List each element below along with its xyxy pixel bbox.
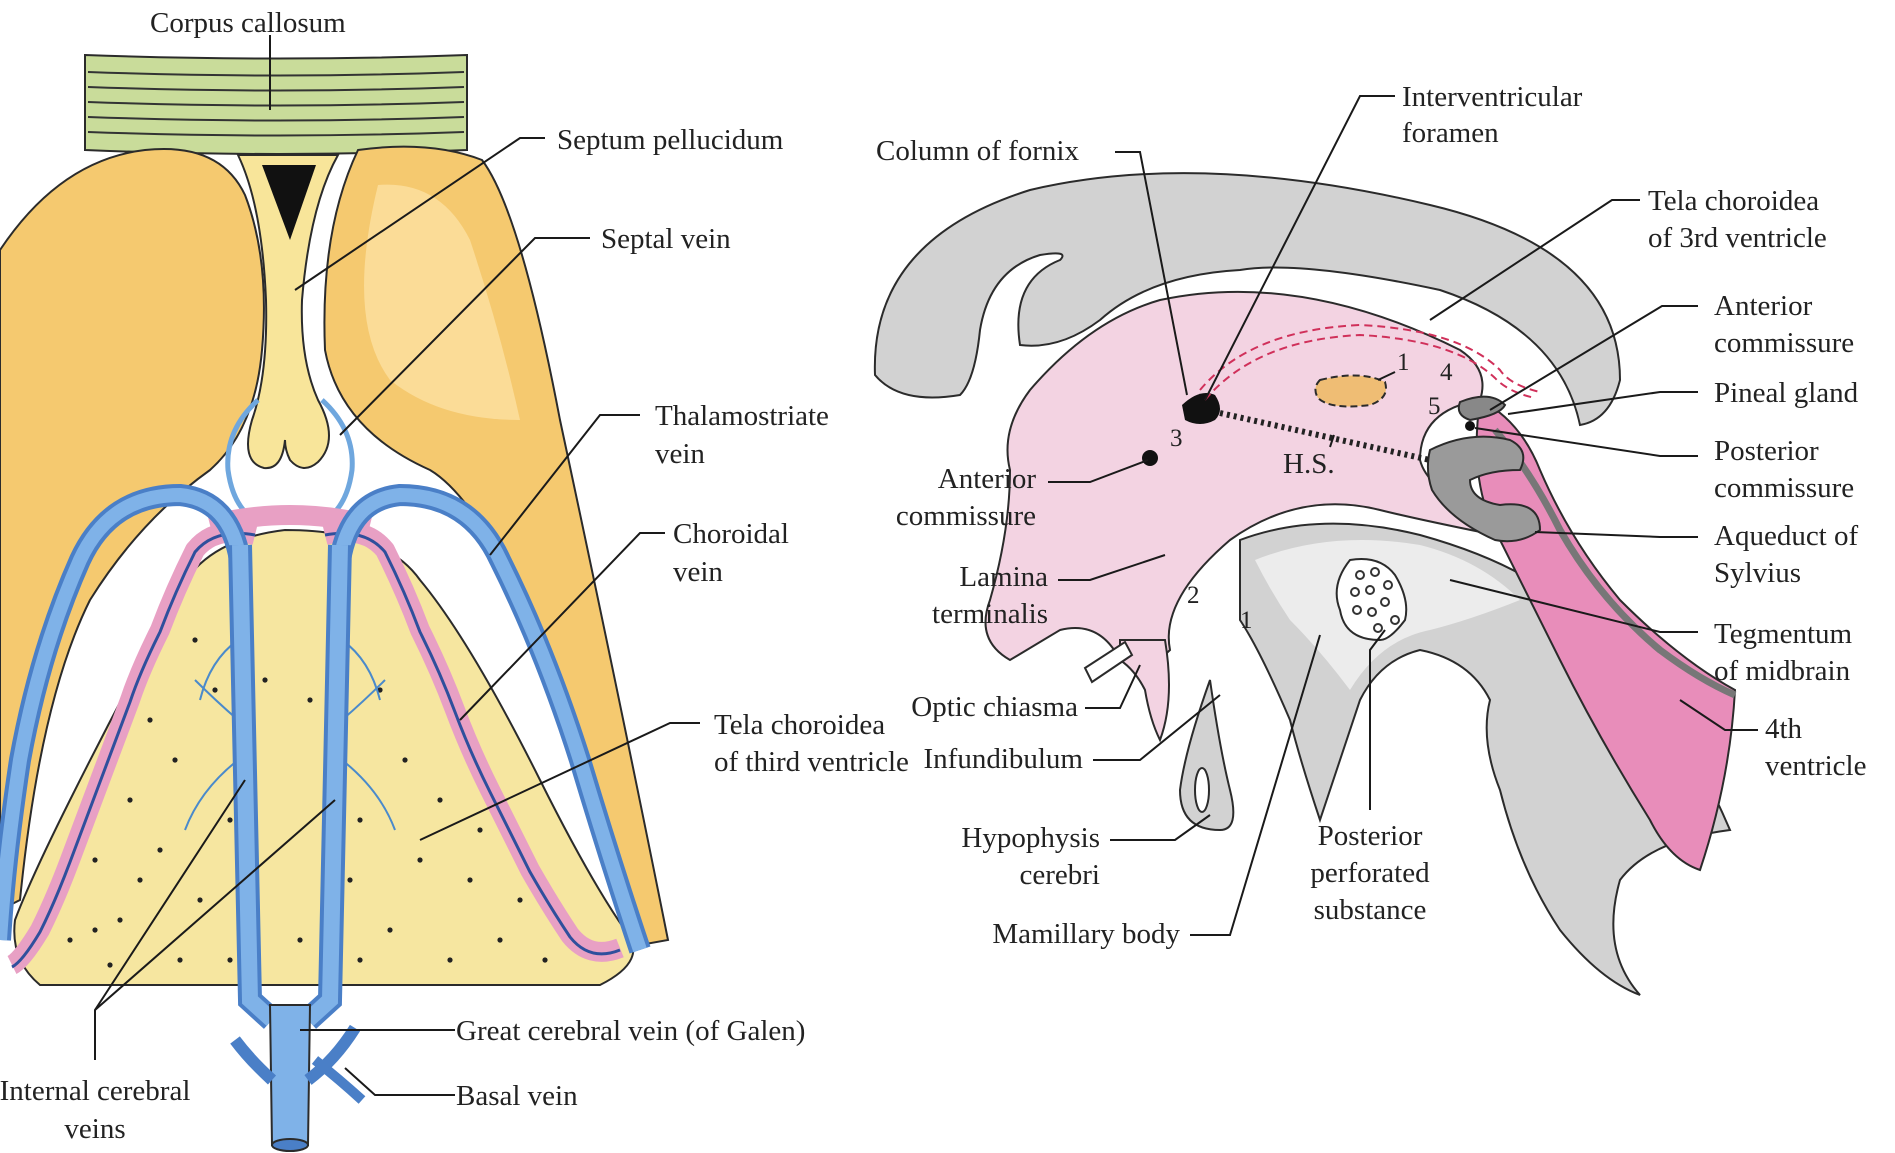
num-1-adhesion: 1 [1397,349,1410,376]
label-fourth-2: ventricle [1765,750,1866,782]
label-interventricular-2: foramen [1402,117,1499,149]
label-interventricular-1: Interventricular [1402,81,1583,113]
label-ant-comm-l2: commissure [896,500,1036,532]
num-2: 2 [1187,582,1200,609]
great-cerebral-vein-end [272,1139,308,1151]
label-lamina-2: terminalis [932,598,1048,630]
label-tegmentum-1: Tegmentum [1714,618,1853,650]
label-lamina-1: Lamina [959,561,1048,593]
label-pineal: Pineal gland [1714,377,1859,409]
num-4: 4 [1440,359,1453,386]
left-diagram: Corpus callosum Septum pellucidum Septal… [0,7,909,1151]
label-tegmentum-2: of midbrain [1714,655,1851,687]
label-tela-2: of third ventricle [714,746,909,778]
anterior-commissure-dot [1142,450,1158,466]
label-ppsub-1: Posterior [1318,820,1423,852]
label-thalamostriate-2: vein [655,438,705,470]
label-aqueduct-1: Aqueduct of [1714,520,1858,552]
label-great-cerebral-vein: Great cerebral vein (of Galen) [456,1015,805,1047]
label-basal-vein: Basal vein [456,1080,578,1112]
label-tela3-1: Tela choroidea [1648,185,1819,217]
label-choroidal-2: vein [673,556,723,588]
basal-vein-right-branch [315,1060,362,1100]
label-internal-cerebral-1: Internal cerebral [0,1075,190,1107]
label-post-comm-2: commissure [1714,472,1854,504]
label-septum-pellucidum: Septum pellucidum [557,124,784,156]
label-ant-comm-r1: Anterior [1714,290,1813,322]
label-hypophysis-1: Hypophysis [961,822,1100,854]
label-tela3-2: of 3rd ventricle [1648,222,1827,254]
label-internal-cerebral-2: veins [64,1113,125,1145]
label-ant-comm-r2: commissure [1714,327,1854,359]
label-corpus-callosum: Corpus callosum [150,7,346,39]
label-hypophysis-2: cerebri [1020,859,1101,891]
label-mamillary: Mamillary body [992,918,1180,950]
label-optic-chiasma: Optic chiasma [911,691,1078,723]
label-column-of-fornix: Column of fornix [876,135,1079,167]
label-choroidal-1: Choroidal [673,518,789,550]
label-infundibulum: Infundibulum [924,743,1084,775]
posterior-commissure-dot [1465,421,1475,431]
basal-vein-left [235,1040,272,1080]
label-tela-1: Tela choroidea [714,709,885,741]
label-ppsub-3: substance [1314,894,1427,926]
label-ant-comm-l1: Anterior [938,463,1037,495]
label-septal-vein: Septal vein [601,223,731,255]
interthalamic-adhesion [1315,375,1386,406]
corpus-callosum [85,55,467,154]
label-fourth-1: 4th [1765,713,1803,745]
num-3: 3 [1170,425,1183,452]
hypophysis-inner [1195,768,1209,812]
label-hs: H.S. [1283,448,1335,480]
num-5: 5 [1428,393,1441,420]
right-diagram: 1 4 5 3 2 1 H.S. Interventricular forame… [875,81,1867,995]
num-1-recess: 1 [1240,607,1253,634]
label-aqueduct-2: Sylvius [1714,557,1801,589]
label-ppsub-2: perforated [1310,857,1430,889]
label-thalamostriate-1: Thalamostriate [655,400,829,432]
label-post-comm-1: Posterior [1714,435,1819,467]
great-cerebral-vein [270,1005,310,1145]
